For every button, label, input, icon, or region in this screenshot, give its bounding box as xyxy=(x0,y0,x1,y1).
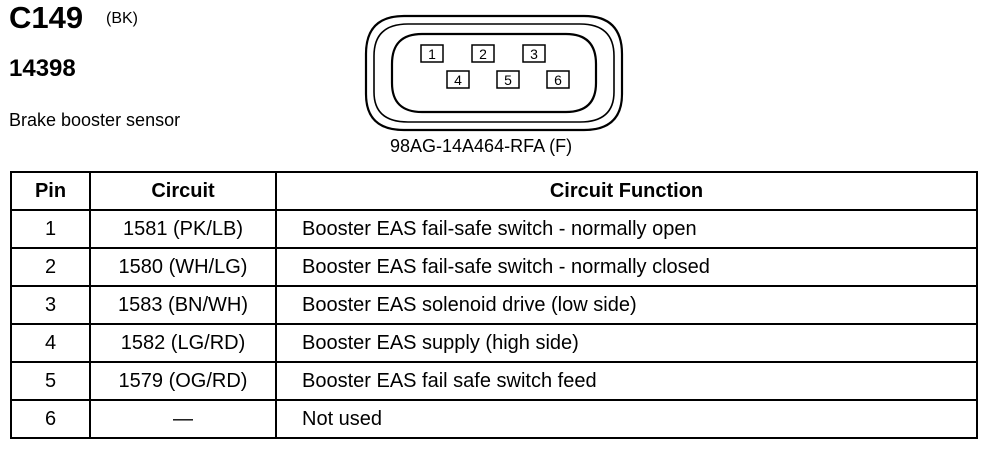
circuit-cell: 1581 (PK/LB) xyxy=(89,209,277,249)
pin-3-terminal xyxy=(522,44,546,63)
circuit-function-cell: Booster EAS fail safe switch feed xyxy=(275,361,978,401)
pin-cell: 5 xyxy=(10,361,91,401)
circuit-cell: 1579 (OG/RD) xyxy=(89,361,277,401)
table-row: 2 1580 (WH/LG) Booster EAS fail-safe swi… xyxy=(10,247,978,287)
connector-face-diagram: 1 2 3 4 5 6 xyxy=(364,14,624,132)
pin-cell: 4 xyxy=(10,323,91,363)
pin-4-terminal xyxy=(446,70,470,89)
pin-2-terminal xyxy=(471,44,495,63)
pin-5-terminal xyxy=(496,70,520,89)
pin-6-terminal xyxy=(546,70,570,89)
pin-4-number: 4 xyxy=(454,72,462,88)
pin-6-number: 6 xyxy=(554,72,562,88)
connector-inner-shell xyxy=(373,23,615,123)
pin-2-number: 2 xyxy=(479,46,487,62)
circuit-cell: — xyxy=(89,399,277,439)
pin-cell: 1 xyxy=(10,209,91,249)
pin-cell: 3 xyxy=(10,285,91,325)
table-row: 6 — Not used xyxy=(10,399,978,439)
pin-1-terminal xyxy=(420,44,444,63)
circuit-cell: 1582 (LG/RD) xyxy=(89,323,277,363)
component-part-number: 14398 xyxy=(9,55,76,82)
table-row: 4 1582 (LG/RD) Booster EAS supply (high … xyxy=(10,323,978,363)
pin-1-number: 1 xyxy=(428,46,436,62)
circuit-function-cell: Booster EAS fail-safe switch - normally … xyxy=(275,247,978,287)
component-name: Brake booster sensor xyxy=(9,110,181,130)
circuit-cell: 1583 (BN/WH) xyxy=(89,285,277,325)
circuit-function-cell: Booster EAS supply (high side) xyxy=(275,323,978,363)
table-row: 1 1581 (PK/LB) Booster EAS fail-safe swi… xyxy=(10,209,978,249)
header-circuit: Circuit xyxy=(89,171,277,211)
circuit-cell: 1580 (WH/LG) xyxy=(89,247,277,287)
pin-5-number: 5 xyxy=(504,72,512,88)
connector-pin-cavity xyxy=(390,32,598,114)
table-row: 3 1583 (BN/WH) Booster EAS solenoid driv… xyxy=(10,285,978,325)
pin-3-number: 3 xyxy=(530,46,538,62)
header-pin: Pin xyxy=(10,171,91,211)
table-header-row: Pin Circuit Circuit Function xyxy=(10,171,978,211)
connector-color: (BK) xyxy=(106,10,138,27)
circuit-function-cell: Not used xyxy=(275,399,978,439)
table-row: 5 1579 (OG/RD) Booster EAS fail safe swi… xyxy=(10,361,978,401)
header-circuit-function: Circuit Function xyxy=(275,171,978,211)
connector-part-number: 98AG-14A464-RFA (F) xyxy=(390,136,573,156)
pinout-table: Pin Circuit Circuit Function 1 1581 (PK/… xyxy=(10,171,978,439)
pin-cell: 6 xyxy=(10,399,91,439)
circuit-function-cell: Booster EAS fail-safe switch - normally … xyxy=(275,209,978,249)
connector-id: C149 xyxy=(9,0,84,35)
pin-cell: 2 xyxy=(10,247,91,287)
circuit-function-cell: Booster EAS solenoid drive (low side) xyxy=(275,285,978,325)
